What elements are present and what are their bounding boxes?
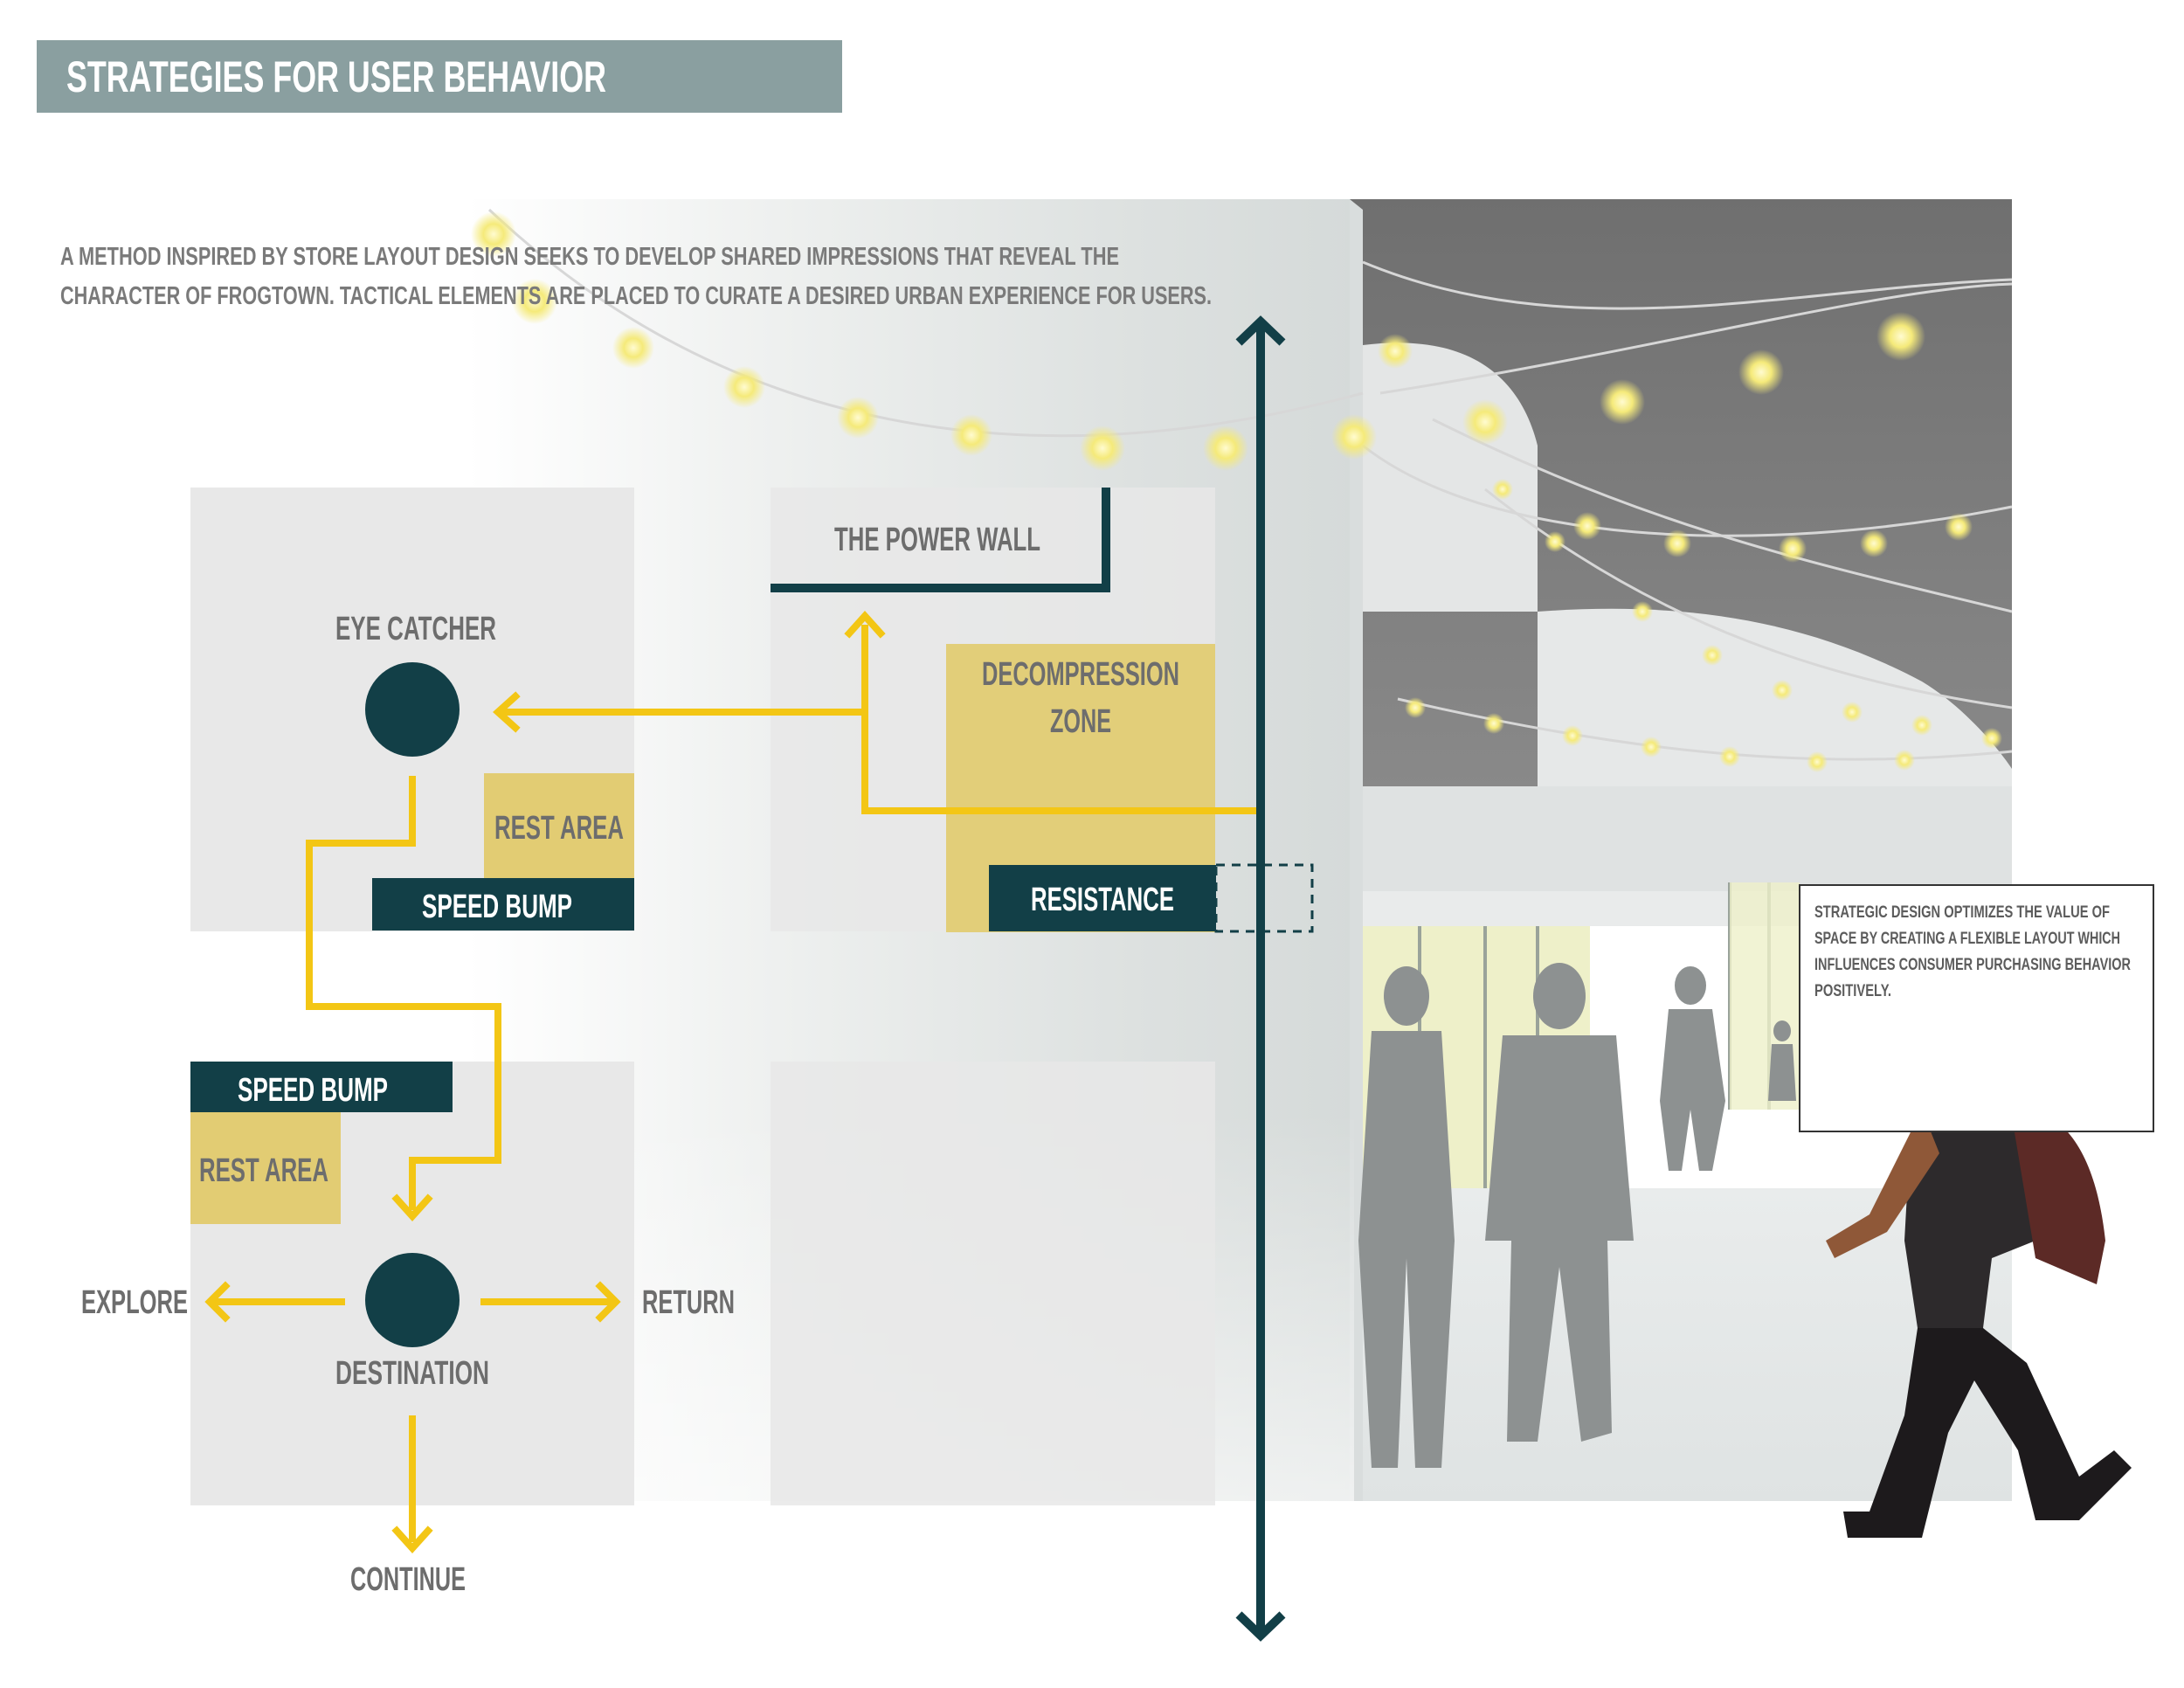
background-render [467,199,2132,1538]
callout-line-2: SPACE BY CREATING A FLEXIBLE LAYOUT WHIC… [1814,930,2120,948]
rest-area-top-label: REST AREA [494,810,624,847]
page-title: STRATEGIES FOR USER BEHAVIOR [66,52,606,101]
arrowhead-explore [204,1281,231,1323]
arrowhead-continue [391,1525,433,1553]
speed-bump-bottom-label: SPEED BUMP [238,1072,388,1109]
continue-label: CONTINUE [350,1561,466,1598]
intro-line-1: A METHOD INSPIRED BY STORE LAYOUT DESIGN… [60,243,1119,271]
vertical-axis-arrow [1235,315,1286,1642]
arrowhead-return [595,1281,621,1323]
destination-label: DESTINATION [335,1355,489,1392]
explore-label: EXPLORE [81,1284,188,1321]
speed-bump-top: SPEED BUMP [372,878,634,930]
rest-area-top: REST AREA [484,773,634,878]
block-bottom-right [771,1062,1215,1505]
destination-node [365,1253,460,1347]
title-banner: STRATEGIES FOR USER BEHAVIOR [37,40,842,113]
speed-bump-bottom: SPEED BUMP [190,1062,453,1112]
lower-fascia [1363,786,2012,891]
path-entry [861,625,1258,814]
eye-catcher: EYE CATCHER [335,611,496,757]
arrowhead-destination [391,1193,433,1221]
rest-area-bottom-label: REST AREA [199,1152,328,1189]
background-pedestrians [1358,963,1796,1468]
arrowhead-eye-catcher [493,691,521,733]
return-label: RETURN [642,1284,735,1321]
eye-catcher-label: EYE CATCHER [335,611,496,647]
path-meander [306,776,501,1210]
resistance-label: RESISTANCE [1031,882,1174,918]
callout-line-3: INFLUENCES CONSUMER PURCHASING BEHAVIOR [1814,956,2131,974]
resistance: RESISTANCE [989,863,1314,933]
intro-line-2: CHARACTER OF FROGTOWN. TACTICAL ELEMENTS… [60,282,1212,310]
axis-arrowhead-top [1235,315,1286,346]
intro-paragraph: A METHOD INSPIRED BY STORE LAYOUT DESIGN… [60,243,1212,310]
callout-box: STRATEGIC DESIGN OPTIMIZES THE VALUE OF … [1799,884,2154,1132]
speed-bump-top-label: SPEED BUMP [422,889,572,925]
destination: DESTINATION EXPLORE RETURN CONTINUE [81,1253,735,1598]
arrowhead-power-wall [844,611,886,639]
power-wall-label: THE POWER WALL [834,522,1040,558]
rest-area-bottom: REST AREA [190,1112,341,1224]
string-light-bulbs [471,211,2002,772]
callout-line-4: POSITIVELY. [1814,982,1891,1000]
decompression-label-line2: ZONE [1050,703,1111,740]
path-arrowheads [204,611,886,1553]
movement-paths [214,625,1258,1542]
callout-line-1: STRATEGIC DESIGN OPTIMIZES THE VALUE OF [1814,903,2110,922]
power-wall: THE POWER WALL [771,488,1110,592]
eye-catcher-node [365,662,460,757]
decompression-label-line1: DECOMPRESSION [982,656,1179,693]
axis-arrowhead-bottom [1235,1611,1286,1642]
